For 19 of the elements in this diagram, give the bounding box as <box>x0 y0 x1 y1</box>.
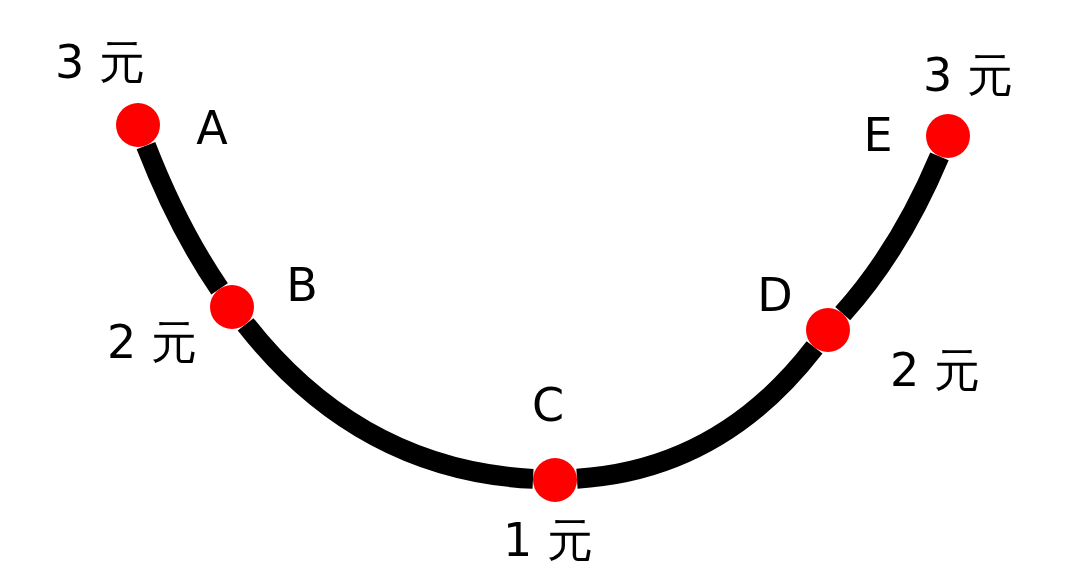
point-dot <box>210 285 254 329</box>
point-label: 3 元 <box>923 52 1013 98</box>
point-label: C <box>531 382 565 428</box>
point-label: 3 元 <box>55 39 145 85</box>
point-dot <box>926 114 970 158</box>
curve-segment <box>237 317 534 489</box>
point-dot <box>116 103 160 147</box>
point-label: A <box>196 105 228 151</box>
point-label: E <box>863 112 893 158</box>
point-label: 2 元 <box>890 347 980 393</box>
curve-segment <box>136 141 228 295</box>
point-dot <box>533 458 577 502</box>
curve-segment <box>576 341 823 489</box>
point-label: D <box>757 272 793 318</box>
point-label: B <box>286 262 318 308</box>
point-dot <box>806 308 850 352</box>
point-label: 1 元 <box>503 517 593 563</box>
curve-segment <box>835 152 949 321</box>
point-label: 2 元 <box>107 319 197 365</box>
